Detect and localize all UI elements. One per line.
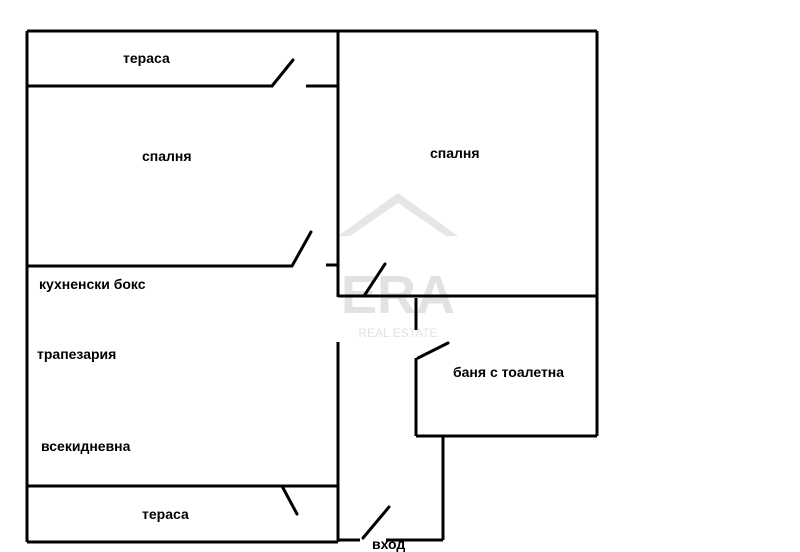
label-entrance: вход (372, 536, 405, 552)
walls (25, 29, 599, 544)
doors (270, 58, 450, 540)
door-terrace-top (270, 58, 295, 88)
door-bathroom (416, 341, 450, 360)
label-bedroom-left: спалня (142, 148, 192, 164)
label-kitchenette: кухненски бокс (39, 276, 146, 292)
label-terrace-top: тераса (123, 50, 170, 66)
door-entrance (361, 505, 391, 540)
room-labels: тераса спалня спалня кухненски бокс трап… (37, 50, 564, 552)
label-dining: трапезария (37, 346, 116, 362)
watermark-tagline: REAL ESTATE (358, 326, 437, 340)
door-terrace-bottom (280, 484, 299, 516)
label-bathroom: баня с тоалетна (453, 364, 564, 380)
watermark-roof-icon (338, 193, 458, 236)
label-living: всекидневна (41, 438, 131, 454)
label-bedroom-right: спалня (430, 145, 480, 161)
door-bedroom-left (290, 230, 313, 268)
door-bedroom-right (362, 262, 387, 298)
label-terrace-bottom: тераса (142, 506, 189, 522)
era-watermark: ERA REAL ESTATE (338, 193, 458, 340)
